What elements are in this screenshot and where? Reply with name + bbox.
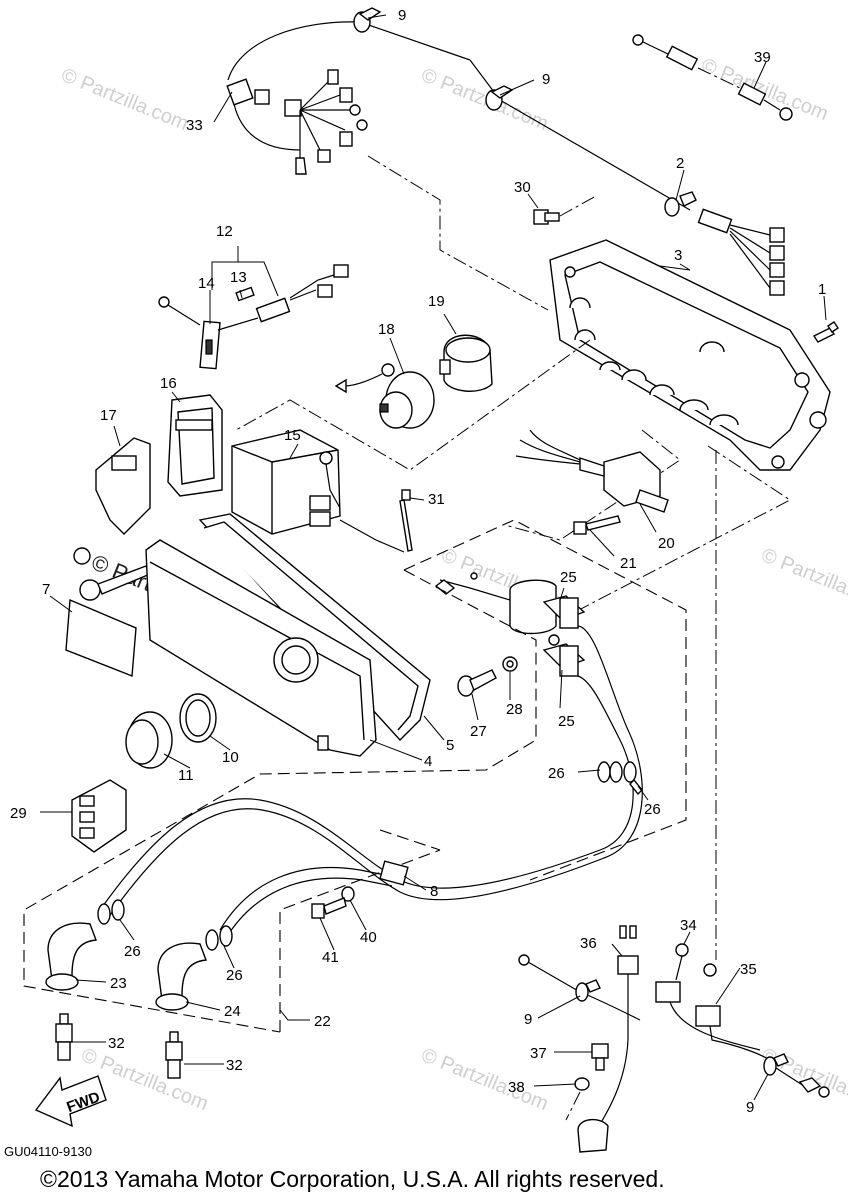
callout-36: 36 xyxy=(580,935,597,952)
callout-9: 9 xyxy=(398,7,406,24)
copyright-notice: ©2013 Yamaha Motor Corporation, U.S.A. A… xyxy=(40,1166,665,1192)
spark-plug-32 xyxy=(55,1013,183,1079)
fuse-box-29 xyxy=(71,779,127,853)
high-tension-cords xyxy=(99,625,643,939)
screw-1 xyxy=(812,321,839,343)
callout-25: 25 xyxy=(558,713,575,730)
callout-41: 41 xyxy=(322,949,339,966)
connector-19 xyxy=(439,334,493,392)
resistor-lead-39 xyxy=(632,34,793,121)
switch-34 xyxy=(655,943,761,1051)
screw-37 xyxy=(591,1043,609,1071)
callout-9: 9 xyxy=(524,1011,532,1028)
callout-26: 26 xyxy=(124,943,141,960)
harness-connector-2 xyxy=(664,191,785,296)
screw-27 xyxy=(457,669,497,697)
callout-19: 19 xyxy=(428,293,445,310)
callout-17: 17 xyxy=(100,407,117,424)
bolt-front xyxy=(73,547,151,601)
watermark-text: © Partzilla.com xyxy=(58,64,191,135)
callout-4: 4 xyxy=(424,753,432,770)
main-switch-18 xyxy=(334,363,435,429)
callout-7: 7 xyxy=(42,581,50,598)
washer-28 xyxy=(502,656,518,672)
sensor-20 xyxy=(515,429,669,513)
label-7 xyxy=(65,598,137,677)
reference-lines xyxy=(235,155,791,960)
callout-10: 10 xyxy=(222,749,239,766)
callout-26: 26 xyxy=(226,967,243,984)
nut-40 xyxy=(341,886,355,902)
watermark-text: © Partzilla.com xyxy=(758,544,848,615)
clamp-9-top xyxy=(353,7,514,111)
cover-4 xyxy=(145,539,377,757)
battery-lead xyxy=(518,954,830,1098)
ignition-coil-25 xyxy=(434,572,586,677)
cap-11 xyxy=(125,711,173,769)
bolt-30 xyxy=(533,195,597,225)
watermark-text: © Partzilla.com xyxy=(418,64,551,135)
plug-cap-24 xyxy=(155,942,207,1011)
callout-1: 1 xyxy=(818,281,826,298)
holder-17 xyxy=(95,437,151,535)
callout-9: 9 xyxy=(542,71,550,88)
callout-8: 8 xyxy=(430,883,438,900)
callout-35: 35 xyxy=(740,961,757,978)
callout-15: 15 xyxy=(284,427,301,444)
cdi-unit-15 xyxy=(231,429,405,553)
cable-tie-31 xyxy=(399,489,413,552)
fuse-lead-12 xyxy=(158,264,349,370)
bolt-41 xyxy=(311,897,347,919)
callout-9: 9 xyxy=(746,1099,754,1116)
callout-27: 27 xyxy=(470,723,487,740)
callout-11: 11 xyxy=(178,767,194,784)
callout-12: 12 xyxy=(216,223,233,240)
watermark-text: © Partzilla.com xyxy=(758,1044,848,1115)
bracket-16 xyxy=(167,394,223,497)
bolt-21 xyxy=(573,515,621,535)
callout-26: 26 xyxy=(644,801,661,818)
clip-26 xyxy=(97,761,643,951)
callout-25: 25 xyxy=(560,569,577,586)
callout-26: 26 xyxy=(548,765,565,782)
callout-16: 16 xyxy=(160,375,177,392)
callout-20: 20 xyxy=(658,535,675,552)
callout-30: 30 xyxy=(514,179,531,196)
fwd-arrow: FWD xyxy=(34,1075,107,1128)
diagram-code: GU04110-9130 xyxy=(4,1144,92,1159)
callout-39: 39 xyxy=(754,49,771,66)
callout-28: 28 xyxy=(506,701,523,718)
callout-34: 34 xyxy=(680,917,697,934)
callout-40: 40 xyxy=(360,929,377,946)
callout-32: 32 xyxy=(226,1057,243,1074)
switch-35 xyxy=(695,963,771,1061)
callout-numbers: 9 9 39 33 2 30 3 1 12 13 14 19 18 16 17 … xyxy=(10,7,826,1116)
callout-14: 14 xyxy=(198,275,215,292)
callout-21: 21 xyxy=(620,555,637,572)
callout-5: 5 xyxy=(446,737,454,754)
callout-32: 32 xyxy=(108,1035,125,1052)
oring-10 xyxy=(179,693,217,743)
callout-23: 23 xyxy=(110,975,127,992)
callout-37: 37 xyxy=(530,1045,547,1062)
callout-29: 29 xyxy=(10,805,27,822)
switch-36 xyxy=(589,925,639,1141)
plug-cap-23 xyxy=(45,922,97,991)
wire-harness-33 xyxy=(226,21,691,211)
callout-3: 3 xyxy=(674,247,682,264)
callout-22: 22 xyxy=(314,1013,331,1030)
callout-leaders xyxy=(40,14,827,1101)
callout-33: 33 xyxy=(186,117,203,134)
callout-18: 18 xyxy=(378,321,395,338)
washer-38 xyxy=(565,1077,609,1153)
callout-13: 13 xyxy=(230,269,247,286)
callout-38: 38 xyxy=(508,1079,525,1096)
callout-24: 24 xyxy=(224,1003,241,1020)
callout-2: 2 xyxy=(676,155,684,172)
bracket-3 xyxy=(549,239,831,471)
callout-31: 31 xyxy=(428,491,445,508)
